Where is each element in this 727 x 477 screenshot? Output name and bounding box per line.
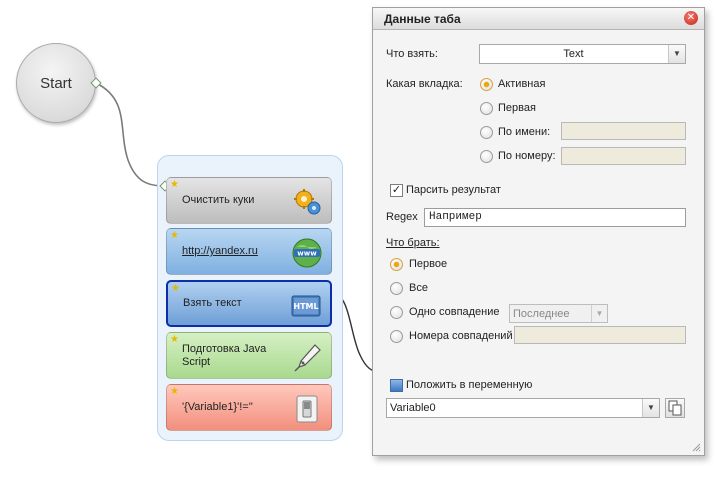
get-match-numbers-label: Номера совпадений [409, 330, 513, 342]
variable-select-value: Variable0 [390, 402, 436, 414]
pen-icon [294, 344, 321, 372]
put-in-variable-checkbox[interactable] [390, 379, 403, 392]
star-icon: ★ [171, 283, 180, 294]
get-first-radio[interactable] [390, 258, 403, 271]
action-clear-cookies[interactable]: ★ Очистить куки [166, 177, 332, 224]
start-label: Start [40, 74, 72, 92]
chevron-down-icon[interactable]: ▼ [668, 45, 685, 63]
action-label: Очистить куки [182, 194, 255, 206]
match-numbers-input[interactable] [514, 326, 686, 344]
tab-by-name-radio[interactable] [480, 126, 493, 139]
svg-text:HTML: HTML [293, 302, 318, 311]
tab-by-number-radio[interactable] [480, 150, 493, 163]
one-match-select-value: Последнее [513, 308, 570, 320]
chevron-down-icon[interactable]: ▼ [591, 305, 607, 322]
regex-label: Regex [386, 211, 418, 223]
start-node[interactable]: Start [16, 43, 96, 123]
star-icon: ★ [170, 179, 179, 190]
action-label: '{Variable1}'!='' [182, 401, 253, 413]
close-icon[interactable]: ✕ [684, 11, 698, 25]
action-get-text[interactable]: ★ Взять текст HTML [166, 280, 332, 327]
resize-grip-icon[interactable] [691, 442, 701, 452]
star-icon: ★ [170, 230, 179, 241]
what-get-label: Что брать: [386, 237, 440, 249]
action-condition[interactable]: ★ '{Variable1}'!='' [166, 384, 332, 431]
chevron-down-icon[interactable]: ▼ [642, 399, 659, 417]
put-in-variable-label: Положить в переменную [406, 379, 533, 391]
action-open-url[interactable]: ★ http://yandex.ru www [166, 228, 332, 275]
one-match-select[interactable]: Последнее ▼ [509, 304, 608, 323]
svg-text:www: www [297, 250, 317, 258]
copy-icon [668, 400, 682, 416]
variable-select[interactable]: Variable0 ▼ [386, 398, 660, 418]
copy-variable-button[interactable] [665, 398, 685, 418]
tab-name-input[interactable] [561, 122, 686, 140]
get-first-label: Первое [409, 258, 448, 270]
parse-result-label: Парсить результат [406, 184, 501, 196]
switch-icon [296, 395, 318, 423]
what-take-value: Text [563, 48, 584, 60]
action-prepare-js[interactable]: ★ Подготовка Java Script [166, 332, 332, 379]
what-take-label: Что взять: [386, 48, 438, 60]
regex-input[interactable]: Например [424, 208, 686, 227]
which-tab-label: Какая вкладка: [386, 78, 463, 90]
get-match-numbers-radio[interactable] [390, 330, 403, 343]
panel-title: Данные таба [384, 12, 461, 26]
parse-result-checkbox[interactable]: ✓ [390, 184, 403, 197]
get-one-match-radio[interactable] [390, 306, 403, 319]
action-label: Взять текст [183, 297, 242, 309]
tab-first-radio[interactable] [480, 102, 493, 115]
star-icon: ★ [170, 386, 179, 397]
get-one-match-label: Одно совпадение [409, 306, 500, 318]
tab-first-label: Первая [498, 102, 536, 114]
action-label: Подготовка Java Script [182, 342, 267, 368]
star-icon: ★ [170, 334, 179, 345]
html-icon: HTML [291, 295, 321, 317]
get-all-radio[interactable] [390, 282, 403, 295]
panel-header: Данные таба ✕ [373, 8, 704, 30]
action-url-link[interactable]: http://yandex.ru [182, 245, 258, 257]
tab-number-input[interactable] [561, 147, 686, 165]
start-to-clear-cookies-wire [95, 82, 166, 187]
tab-data-panel: Данные таба ✕ Что взять: Text ▼ Какая вк… [372, 7, 705, 456]
tab-by-number-label: По номеру: [498, 150, 556, 162]
tab-active-label: Активная [498, 78, 546, 90]
www-globe-icon: www [292, 238, 322, 268]
what-take-select[interactable]: Text ▼ [479, 44, 686, 64]
get-all-label: Все [409, 282, 428, 294]
tab-by-name-label: По имени: [498, 126, 551, 138]
tab-active-radio[interactable] [480, 78, 493, 91]
gears-icon [294, 189, 321, 215]
